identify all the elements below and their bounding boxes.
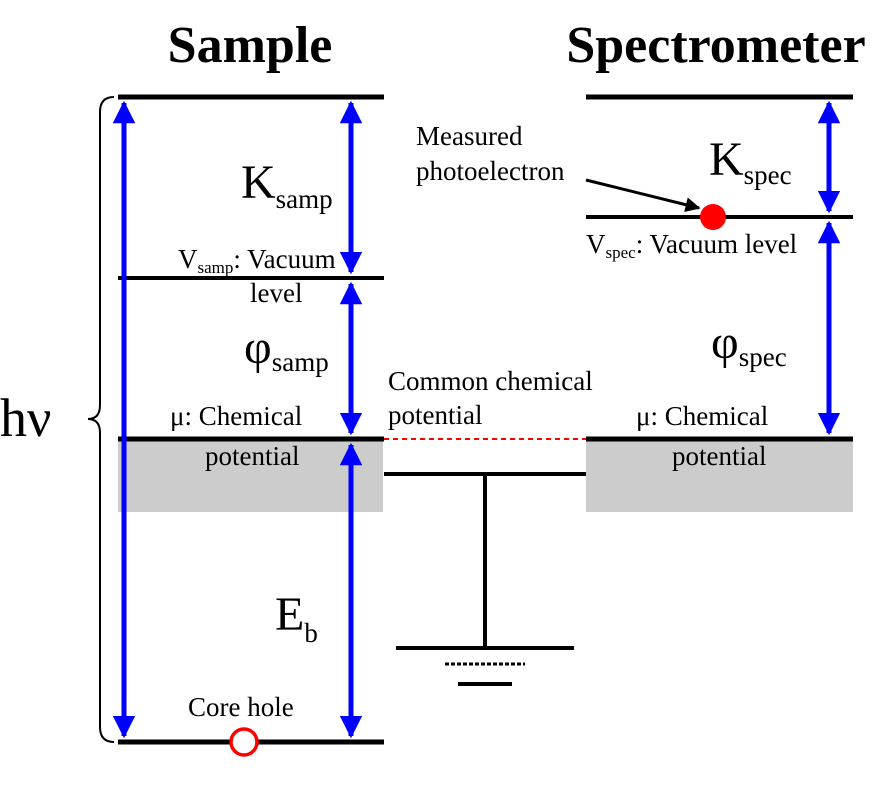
photon-energy-label: hν: [0, 388, 51, 448]
sample-chemical-potential-label: μ: Chemical: [170, 401, 302, 431]
spectrometer-vacuum-level-label: Vspec: Vacuum level: [586, 229, 797, 262]
sample-vacuum-level-label-cont: level: [250, 278, 302, 308]
measured-photoelectron-label-cont: photoelectron: [416, 156, 565, 186]
photoelectron-pointer-arrow: [585, 178, 701, 213]
spectrometer-chemical-potential-label-cont: potential: [672, 441, 766, 471]
spectrometer-chemical-potential-label: μ: Chemical: [636, 401, 768, 431]
sample-filled-band: [118, 440, 383, 512]
sample-work-function-label: φsamp: [244, 321, 329, 377]
spectrometer-title: Spectrometer: [566, 17, 865, 74]
core-hole-marker: [229, 727, 259, 757]
sample-kinetic-energy-label: Ksamp: [241, 156, 333, 214]
measured-photoelectron-label: Measured: [416, 121, 523, 151]
spectrometer-filled-band: [586, 440, 853, 512]
binding-energy-label: Eb: [275, 588, 318, 648]
core-hole-label: Core hole: [188, 692, 294, 722]
spectrometer-kinetic-energy-label: Kspec: [709, 133, 792, 190]
common-chemical-potential-label-cont: potential: [388, 400, 482, 430]
photon-energy-brace: [87, 96, 115, 743]
sample-chemical-potential-label-cont: potential: [205, 441, 299, 471]
sample-vacuum-level-label: Vsamp: Vacuum: [178, 244, 336, 277]
sample-title: Sample: [168, 17, 333, 74]
measured-photoelectron-marker: [700, 204, 726, 230]
common-chemical-potential-label: Common chemical: [388, 366, 593, 396]
spectrometer-work-function-label: φspec: [711, 316, 787, 372]
